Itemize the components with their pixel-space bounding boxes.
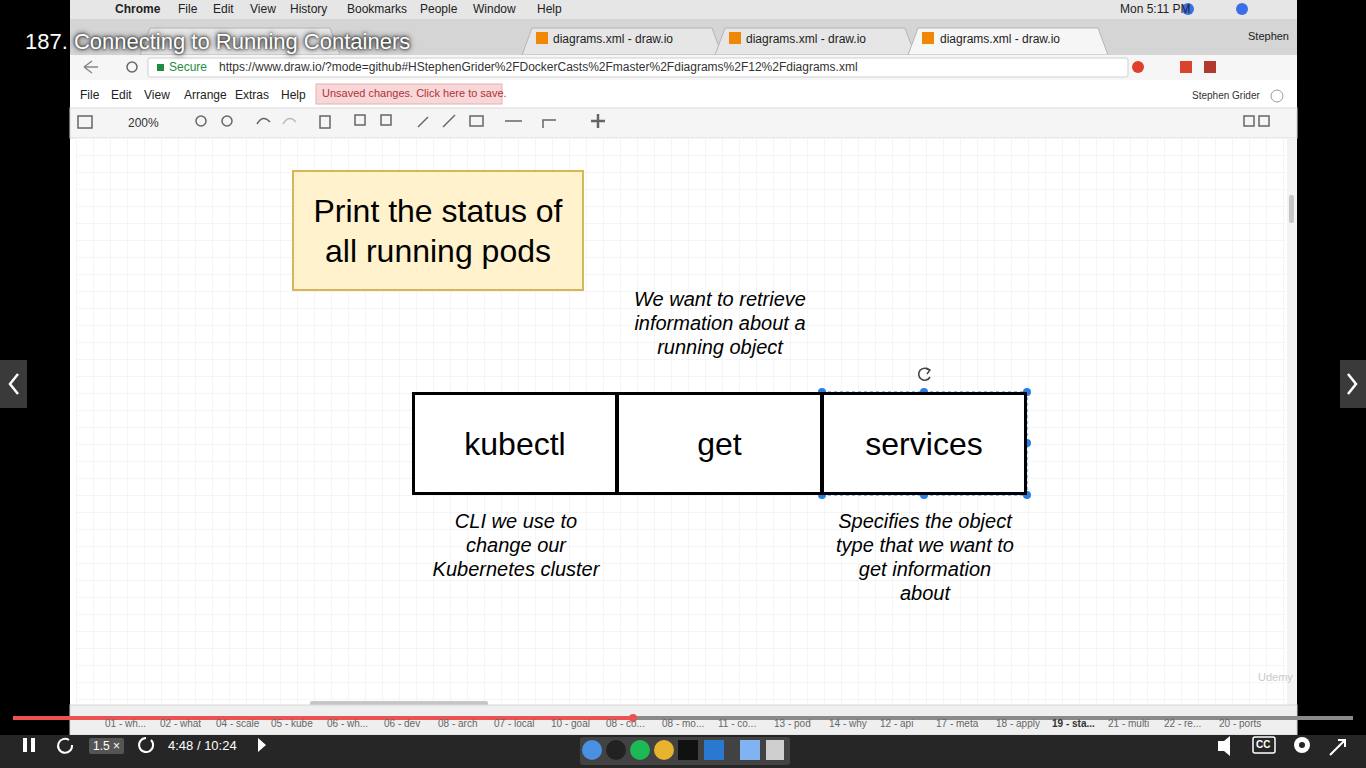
zoom-level: 200%: [128, 116, 159, 130]
app-menu-item: Edit: [111, 88, 132, 102]
page-tab: 12 - api: [880, 718, 913, 730]
page-tab: 06 - wh...: [327, 718, 368, 730]
page-tab: 02 - what: [160, 718, 201, 730]
page-tab: 22 - re...: [1164, 718, 1201, 730]
page-tab: 14 - why: [829, 718, 867, 730]
os-menu-item: Chrome: [115, 2, 160, 16]
app-menu-item: File: [80, 88, 99, 102]
url-text: https://www.draw.io/?mode=github#HStephe…: [219, 60, 858, 74]
page-tab: 17 - meta: [936, 718, 978, 730]
box-text: Print the status of all running pods: [302, 191, 574, 271]
page-tab: 05 - kube: [271, 718, 313, 730]
annotation: We want to retrieve information about a …: [632, 287, 808, 359]
os-menu-item: Edit: [213, 2, 234, 16]
time-display: 4:48 / 10:24: [168, 738, 237, 754]
app-menu-item: Arrange: [184, 88, 227, 102]
title-box: Print the status of all running pods: [292, 170, 584, 291]
page-tab: 08 - mo...: [662, 718, 704, 730]
command-box: get: [616, 392, 823, 495]
page-tab: 06 - dev: [384, 718, 420, 730]
secure-badge: Secure: [169, 60, 207, 74]
page-tab: 11 - co...: [718, 718, 756, 730]
browser-tab-title: diagrams.xml - draw.io: [553, 32, 673, 46]
page-tab: 01 - wh...: [105, 718, 146, 730]
box-text: kubectl: [464, 424, 565, 464]
app-menu-item: View: [144, 88, 170, 102]
annotation: Specifies the object type that we want t…: [836, 509, 1014, 605]
clock: Mon 5:11 PM: [1120, 2, 1190, 16]
browser-tab-title: diagrams.xml - draw.io: [940, 32, 1060, 46]
speed-button: 1.5 ×: [89, 738, 124, 754]
page-tab: 18 - apply: [996, 718, 1040, 730]
watermark: Udemy: [1258, 671, 1293, 684]
unsaved-notice: Unsaved changes. Click here to save.: [322, 87, 507, 100]
user-name: Stephen Grider: [1192, 90, 1260, 102]
captions-button: CC: [1256, 739, 1270, 751]
page-tab: 21 - multi: [1108, 718, 1149, 730]
app-menu-item: Extras: [235, 88, 269, 102]
os-menu-item: View: [250, 2, 276, 16]
page-tab: 08 - co...: [606, 718, 645, 730]
box-text: get: [697, 424, 741, 464]
browser-tab-title: diagrams.xml - draw.io: [746, 32, 866, 46]
app-menu-item: Help: [281, 88, 306, 102]
page-tab: 19 - sta...: [1052, 718, 1095, 730]
os-menu-item: Help: [537, 2, 562, 16]
os-menu-item: People: [420, 2, 457, 16]
command-box: services: [821, 392, 1027, 495]
video-title: 187. Connecting to Running Containers: [25, 29, 410, 55]
profile-name: Stephen: [1248, 30, 1289, 43]
annotation: CLI we use to change our Kubernetes clus…: [428, 509, 604, 581]
os-menu-item: File: [178, 2, 197, 16]
page-tab: 20 - ports: [1219, 718, 1261, 730]
page-tab: 10 - goal: [551, 718, 590, 730]
os-menu-item: History: [290, 2, 327, 16]
command-box: kubectl: [412, 392, 618, 495]
os-menu-item: Bookmarks: [347, 2, 407, 16]
page-tab: 08 - arch: [438, 718, 477, 730]
os-menu-item: Window: [473, 2, 516, 16]
box-text: services: [865, 424, 982, 464]
page-tab: 07 - local: [494, 718, 535, 730]
page-tab: 13 - pod: [774, 718, 811, 730]
page-tab: 04 - scale: [216, 718, 259, 730]
